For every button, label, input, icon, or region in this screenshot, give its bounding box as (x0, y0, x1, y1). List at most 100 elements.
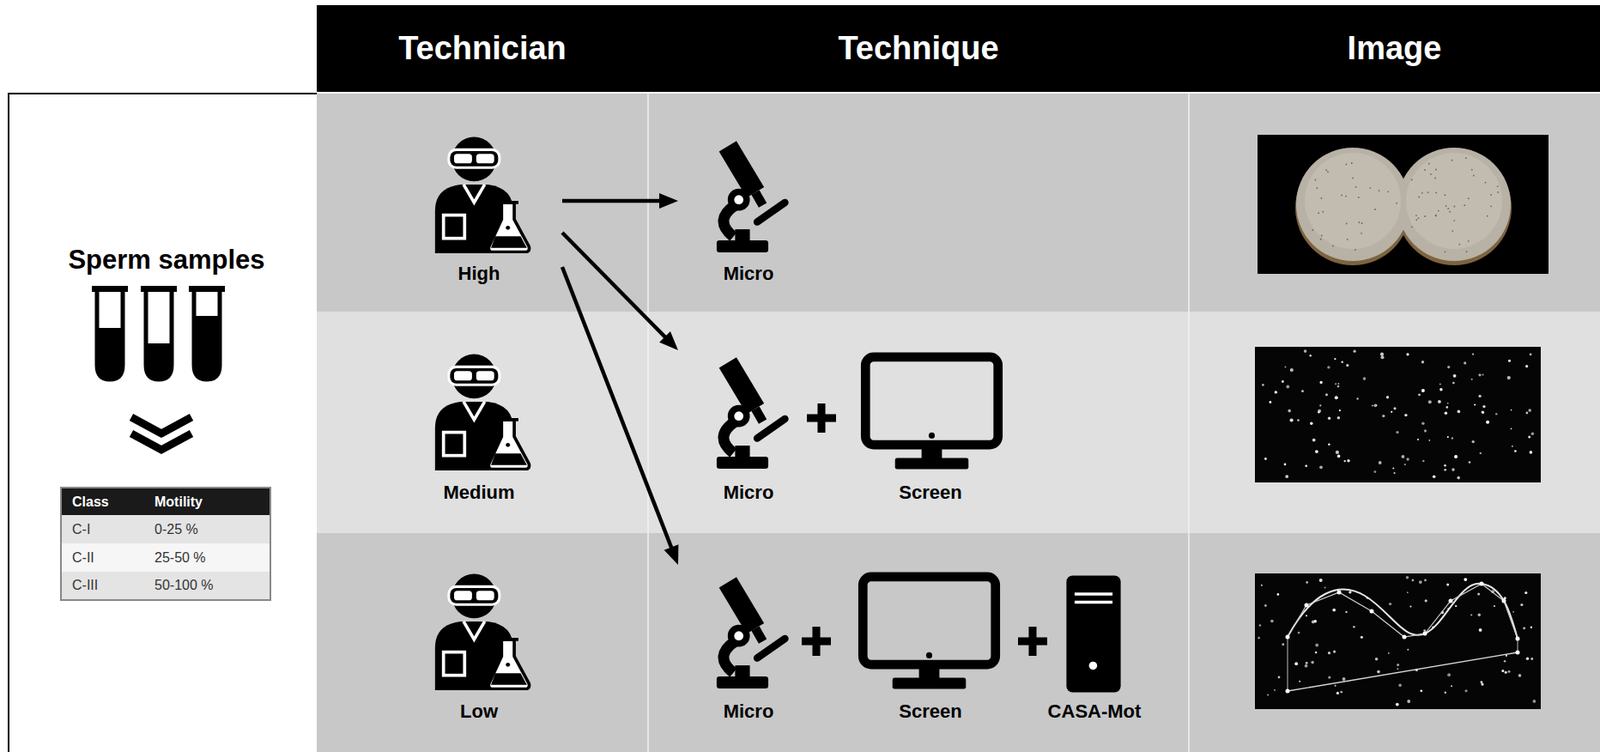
sperm-dot (1527, 436, 1531, 439)
sperm-dot (1269, 400, 1273, 404)
technician-icon (435, 137, 530, 254)
sperm-dot (1378, 460, 1382, 465)
sperm-dot (1375, 404, 1378, 407)
table-cell: C-III (72, 577, 98, 594)
speck-dot (1484, 181, 1487, 184)
header-label: Technician (398, 30, 567, 67)
sperm-dot (1419, 689, 1423, 692)
header-cell: Technique (648, 5, 1189, 92)
sperm-dot (1310, 660, 1315, 665)
speck-dot (1320, 238, 1322, 241)
sperm-dot (1390, 411, 1393, 413)
speck-dot (1411, 179, 1413, 182)
speck-dot (1315, 179, 1317, 182)
sperm-dot (1294, 661, 1298, 666)
speck-dot (1435, 192, 1437, 194)
speck-dot (1395, 202, 1398, 205)
sperm-dot (1471, 378, 1473, 381)
sperm-dot (1284, 463, 1287, 467)
sperm-dot (1337, 454, 1341, 459)
plus-sign (801, 626, 831, 656)
speck-dot (1453, 219, 1455, 222)
speck-dot (1411, 225, 1413, 228)
sperm-dot (1456, 476, 1461, 480)
sperm-dot (1478, 394, 1481, 398)
speck-dot (1434, 177, 1437, 180)
sperm-dot (1317, 409, 1322, 413)
speck-dot (1418, 217, 1420, 219)
sperm-dot (1334, 395, 1339, 400)
sperm-dot (1522, 626, 1526, 630)
sperm-dot (1437, 400, 1442, 404)
speck-dot (1355, 186, 1358, 188)
sperm-dot (1380, 352, 1384, 357)
speck-dot (1471, 169, 1473, 171)
sperm-dot (1334, 382, 1337, 385)
sperm-dot (1324, 587, 1327, 589)
sperm-dot (1320, 381, 1323, 384)
sperm-dot (1386, 395, 1389, 399)
sperm-dot (1281, 380, 1285, 383)
sperm-dot (1443, 464, 1447, 467)
sperm-dot (1421, 388, 1425, 393)
sperm-dot (1381, 355, 1385, 359)
sperm-dot (1319, 465, 1323, 469)
sperm-dot (1290, 418, 1294, 422)
sperm-dot (1478, 613, 1481, 617)
sperm-dot (1477, 592, 1480, 595)
technician-node: Low (412, 557, 563, 730)
sperm-dot (1284, 366, 1287, 369)
speck-dot (1351, 162, 1353, 164)
sperm-dot (1301, 389, 1304, 393)
sperm-dot (1470, 613, 1473, 616)
sperm-dot (1524, 591, 1528, 594)
sperm-dot (1297, 631, 1301, 635)
speck-dot (1467, 240, 1470, 243)
sperm-dot (1312, 438, 1316, 443)
sperm-dot (1527, 408, 1532, 413)
computer-tower-icon (1066, 575, 1121, 693)
header-label: Image (1347, 30, 1443, 67)
speck-dot (1458, 243, 1461, 246)
sperm-dot (1501, 669, 1504, 673)
sperm-dot (1463, 577, 1467, 582)
sperm-dot (1340, 360, 1344, 364)
sperm-dot (1463, 361, 1467, 364)
sperm-dot (1266, 694, 1269, 697)
technique-node: MicroScreen (678, 339, 1022, 511)
speck-dot (1415, 218, 1418, 221)
technique-node: MicroScreenCASA-Mot (678, 557, 1159, 730)
sperm-dot (1526, 657, 1529, 661)
sperm-dot (1281, 642, 1285, 646)
sperm-dot (1418, 580, 1423, 584)
speck-dot (1496, 185, 1499, 188)
sperm-dot (1374, 470, 1377, 473)
technique-node: Micro (678, 128, 816, 297)
sperm-dot (1342, 677, 1346, 681)
sperm-dot (1473, 404, 1476, 407)
sperm-dot (1531, 432, 1534, 436)
technique-label: Micro (723, 481, 775, 504)
arrow-head (659, 331, 679, 351)
sperm-dot (1533, 699, 1537, 704)
sperm-dot (1381, 414, 1385, 418)
table-cell: C-II (72, 550, 95, 566)
sperm-dot (1339, 690, 1343, 694)
sperm-dot (1319, 404, 1322, 407)
arrow-line (562, 232, 667, 340)
sperm-dot (1345, 363, 1349, 367)
sperm-dot (1446, 583, 1449, 587)
sperm-dot (1309, 354, 1312, 357)
sperm-dot (1451, 467, 1455, 472)
sperm-dot (1481, 410, 1485, 413)
sperm-dot (1387, 652, 1390, 655)
speck-dot (1435, 215, 1437, 218)
sperm-dot (1443, 468, 1447, 472)
sperm-dot (1505, 654, 1508, 657)
arrow-connector (562, 193, 679, 209)
technician-level: Medium (442, 481, 515, 504)
sperm-dot (1375, 657, 1379, 661)
sperm-dot (1406, 352, 1409, 356)
sperm-dot (1446, 406, 1449, 409)
